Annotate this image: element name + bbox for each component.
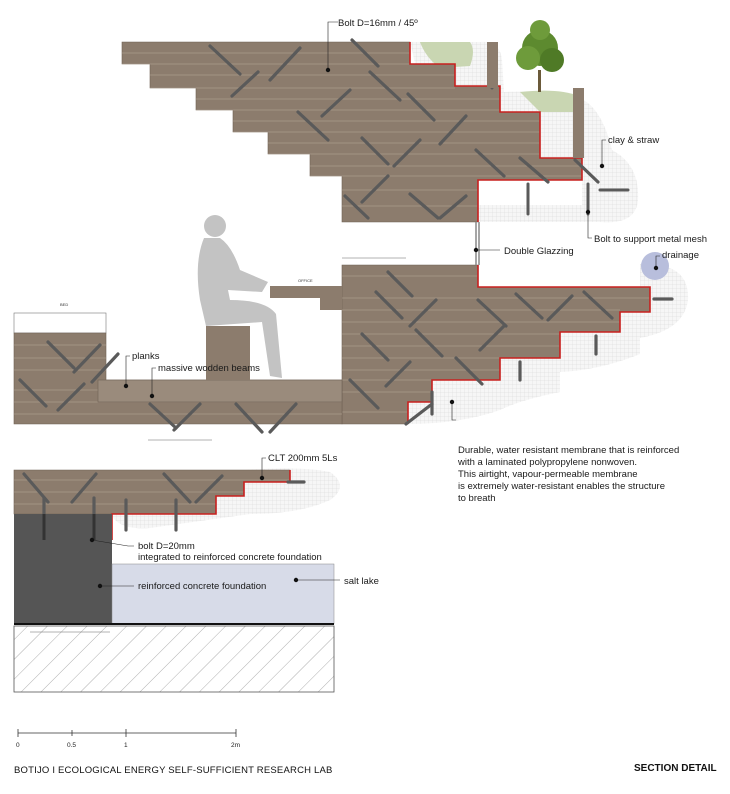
leader-dots xyxy=(89,67,659,589)
seated-person-figure xyxy=(197,215,282,380)
double-glazing xyxy=(475,222,480,265)
ground-hatch xyxy=(13,623,335,693)
drainage-icon xyxy=(641,252,669,280)
bolt-d20-label-1: bolt D=20mm xyxy=(138,541,195,552)
membrane-text-line-2: with a laminated polypropylene nonwoven. xyxy=(457,457,637,468)
scale-tick-1: 1 xyxy=(124,742,128,749)
bed-label: BED xyxy=(60,302,68,307)
massive-beams-label: massive wodden beams xyxy=(158,363,260,374)
bolt-d20-label-2: integrated to reinforced concrete founda… xyxy=(138,552,322,563)
planks-label: planks xyxy=(132,351,160,362)
scale-bar: 0 0.5 1 2m xyxy=(16,729,240,749)
lower-clt-block xyxy=(13,468,340,542)
concrete-label: reinforced concrete foundation xyxy=(138,581,266,592)
scale-tick-05: 0.5 xyxy=(67,742,76,749)
clay-straw-label: clay & straw xyxy=(608,135,659,146)
membrane-text-line-4: is extremely water-resistant enables the… xyxy=(458,481,665,492)
membrane-text-line-3: This airtight, vapour-permeable membrane xyxy=(458,469,638,480)
office-label: OFFICE xyxy=(298,278,313,283)
middle-clay-infill xyxy=(408,252,689,424)
upper-right-post xyxy=(487,42,584,158)
concrete-foundation xyxy=(14,514,112,624)
bolt-top-label: Bolt D=16mm / 45º xyxy=(338,18,418,29)
dimension-marks xyxy=(30,257,406,633)
sheet-title: SECTION DETAIL xyxy=(634,763,717,774)
salt-lake-label: salt lake xyxy=(344,576,379,587)
office-desk xyxy=(270,286,342,294)
salt-lake xyxy=(111,563,335,625)
membrane-text-line-1: Durable, water resistant membrane that i… xyxy=(458,445,679,456)
drainage-label: drainage xyxy=(662,250,699,261)
tree-icon xyxy=(516,20,564,92)
scale-tick-2m: 2m xyxy=(231,742,240,749)
clt-label: CLT 200mm 5Ls xyxy=(268,453,338,464)
leader-lines xyxy=(91,21,660,587)
double-glazing-label: Double Glazzing xyxy=(504,246,574,257)
bolt-mesh-label: Bolt to support metal mesh xyxy=(594,234,707,245)
upper-clt-stair xyxy=(121,41,583,223)
middle-bolts xyxy=(348,270,674,426)
project-title: BOTIJO I ECOLOGICAL ENERGY SELF-SUFFICIE… xyxy=(14,765,333,776)
middle-clt-stair xyxy=(270,264,651,425)
upper-bolts xyxy=(208,38,600,220)
membrane-text-line-5: to breath xyxy=(458,493,496,504)
scale-tick-0: 0 xyxy=(16,742,20,749)
